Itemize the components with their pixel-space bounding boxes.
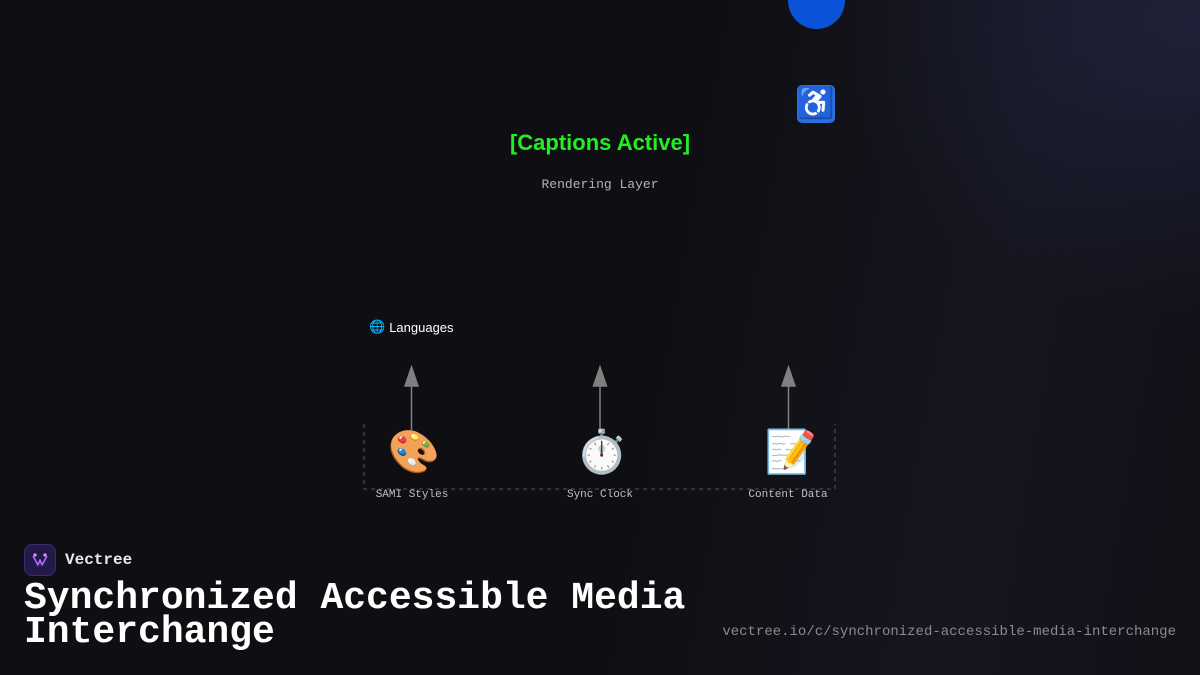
accessibility-icon[interactable]: ♿ xyxy=(797,85,835,123)
languages-label: 🌐 Languages xyxy=(369,319,454,335)
brand-name: Vectree xyxy=(65,551,133,569)
languages-text: Languages xyxy=(389,319,454,335)
stopwatch-icon: ⏱️ xyxy=(575,428,629,475)
arrow-head-content xyxy=(780,364,797,387)
globe-icon: 🌐 xyxy=(369,319,386,334)
node-label-sync-clock: Sync Clock xyxy=(566,489,633,501)
vectree-logo-icon xyxy=(24,544,56,576)
palette-icon: 🎨 xyxy=(387,428,441,475)
brand[interactable]: Vectree xyxy=(24,544,132,576)
captions-active-text: [Captions Active] xyxy=(509,130,691,155)
page-url[interactable]: vectree.io/c/synchronized-accessible-med… xyxy=(722,624,1176,640)
node-label-content-data: Content Data xyxy=(748,489,828,501)
container-box xyxy=(363,424,836,490)
node-label-sami-styles: SAMI Styles xyxy=(375,489,449,501)
arrow-head-clock xyxy=(592,364,608,387)
memo-icon: 📝 xyxy=(764,428,818,475)
page-title: Synchronized Accessible Media Interchang… xyxy=(24,577,686,654)
arrow-head-styles xyxy=(403,364,420,387)
rendering-layer-label: Rendering Layer xyxy=(541,177,659,192)
